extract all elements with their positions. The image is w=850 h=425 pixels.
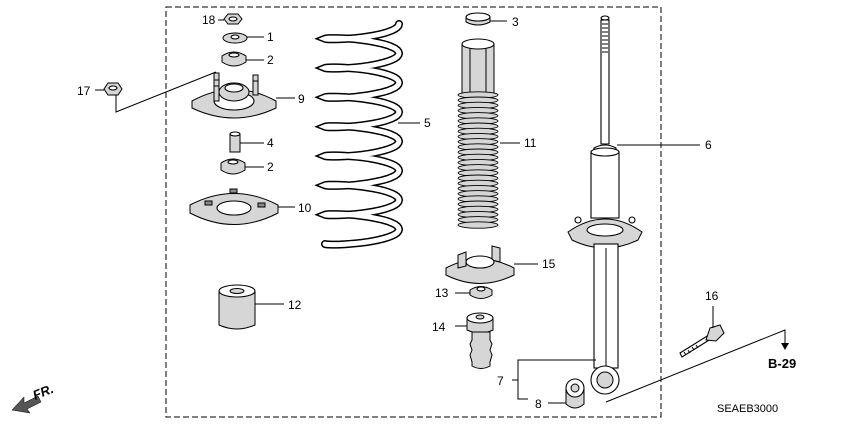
callout-15: 15 [542,257,556,271]
part-3-cap[interactable] [465,12,491,26]
part-16-bolt[interactable] [679,324,725,358]
callout-16: 16 [705,289,719,303]
part-8-bushing[interactable] [565,378,585,409]
callout-11: 11 [524,136,537,150]
direction-label: FR. [31,381,56,403]
callout-3: 3 [512,15,519,29]
part-4-collar[interactable] [229,131,241,153]
front-direction-arrow [11,395,42,414]
part-2-bushing-upper[interactable] [221,51,247,67]
diagram-code: SEAEB3000 [717,403,778,415]
callout-18: 18 [202,13,216,27]
reference-label: B-29 [768,356,796,371]
callout-9: 9 [298,92,305,106]
part-11-dust-boot[interactable] [457,38,499,229]
callout-7: 7 [497,374,504,388]
callout-8: 8 [535,397,542,411]
callout-5: 5 [424,116,431,130]
part-6-shock-absorber[interactable] [567,15,643,395]
callout-2-lower: 2 [267,160,274,174]
callout-6: 6 [705,138,712,152]
part-12-bump-stop[interactable] [218,284,256,330]
callout-17: 17 [77,84,91,98]
callout-1: 1 [267,30,274,44]
part-18-nut[interactable] [223,13,243,25]
callout-13: 13 [435,286,449,300]
part-2-bushing-lower[interactable] [220,158,246,175]
callout-10: 10 [298,201,312,215]
part-5-coil-spring[interactable] [314,20,404,249]
callout-12: 12 [288,298,302,312]
part-17-nut[interactable] [103,82,123,96]
part-10-spring-seat[interactable] [189,188,279,225]
callout-2-upper: 2 [267,53,274,67]
part-1-washer[interactable] [222,32,248,44]
callout-4: 4 [267,136,274,150]
part-9-upper-mount[interactable] [191,72,277,119]
callout-14: 14 [432,320,446,334]
part-14-rebound-stop[interactable] [466,312,494,369]
part-13-washer[interactable] [469,286,493,299]
assembly-boundary-frame [165,6,662,418]
part-15-lower-spring-seat[interactable] [445,245,515,284]
